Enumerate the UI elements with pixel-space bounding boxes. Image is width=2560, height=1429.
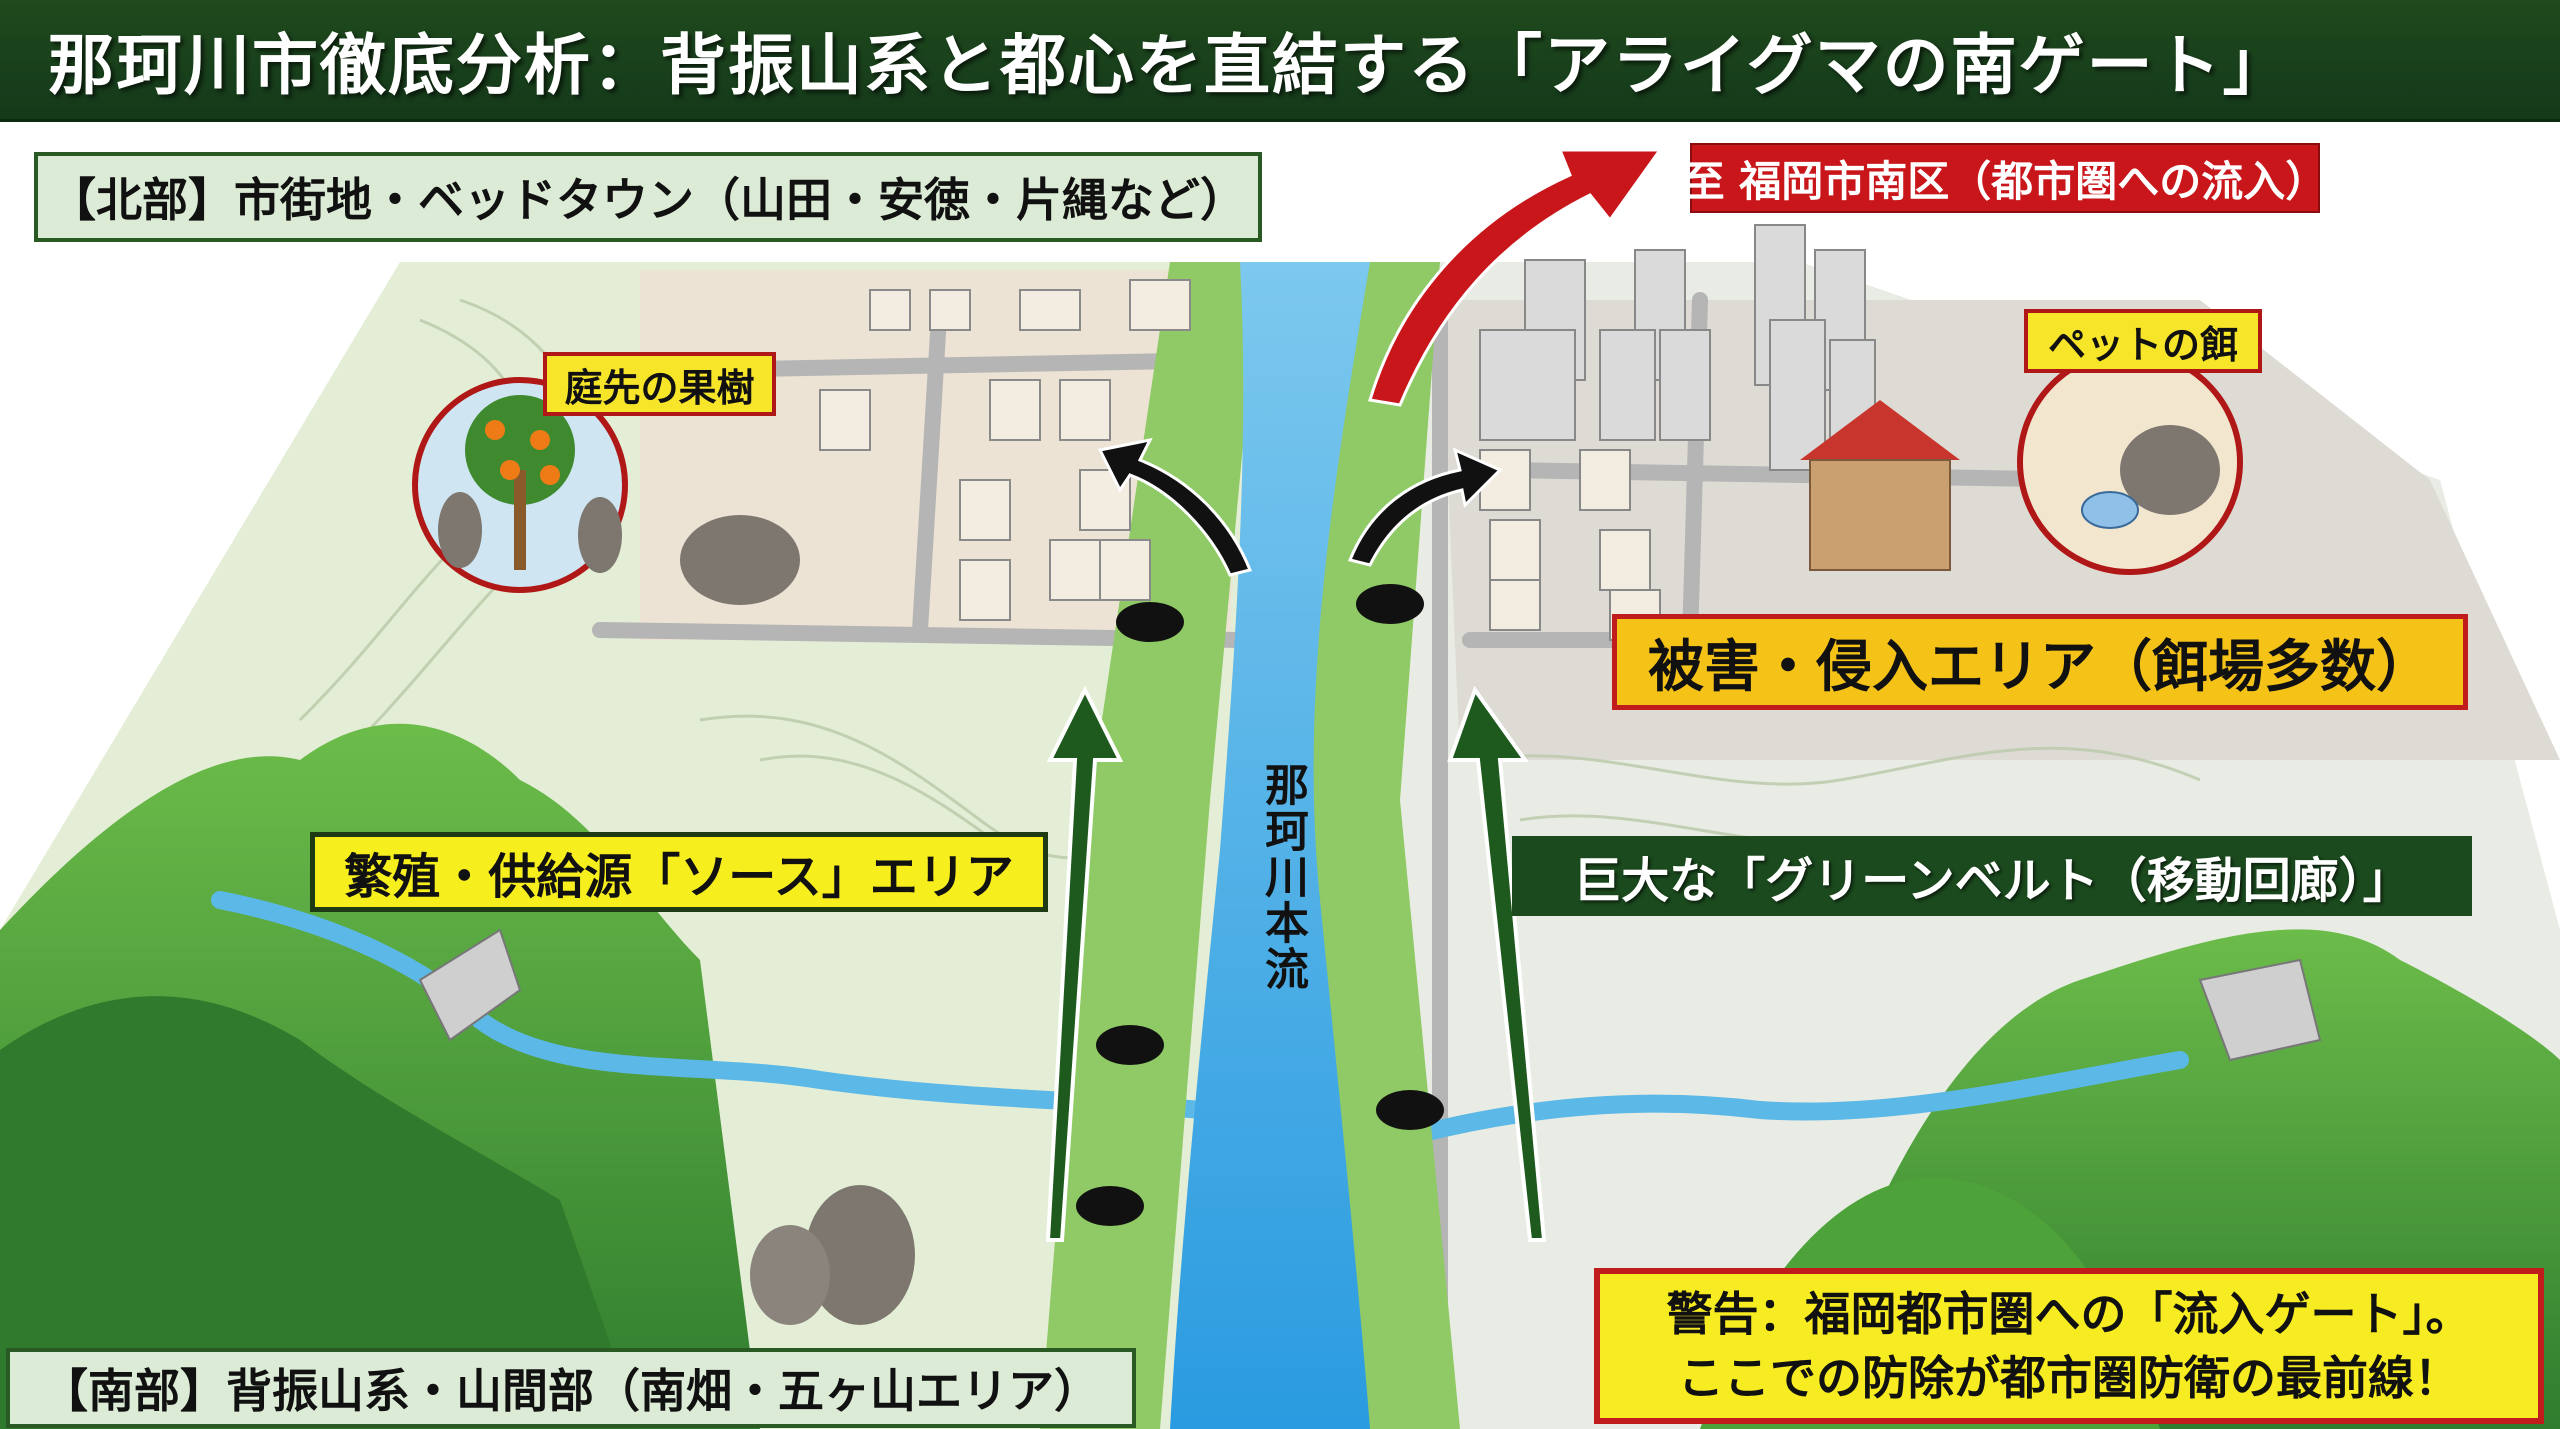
south-region-label: 【南部】背振山系・山間部（南畑・五ヶ山エリア） xyxy=(6,1348,1136,1428)
title-bar: 那珂川市徹底分析：背振山系と都心を直結する「アライグマの南ゲート」 xyxy=(0,0,2560,122)
pet-food-text: ペットの餌 xyxy=(2047,322,2238,367)
pet-food-label: ペットの餌 xyxy=(2024,309,2262,373)
green-belt-label: 巨大な「グリーンベルト（移動回廊）」 xyxy=(1512,836,2472,916)
pet-food-callout xyxy=(2017,349,2243,575)
north-region-text: 【北部】市街地・ベッドタウン（山田・安徳・片縄など） xyxy=(50,173,1246,227)
damage-area-text: 被害・侵入エリア（餌場多数） xyxy=(1648,634,2432,700)
urban-entry-arrows xyxy=(1097,437,1503,577)
dam-west xyxy=(418,928,522,1042)
dog-house xyxy=(1800,400,1960,571)
fukuoka-direction-label: 至 福岡市南区（都市圏への流入） xyxy=(1683,143,2327,213)
warning-line-2: ここでの防除が都市圏防衛の最前線！ xyxy=(1678,1351,2460,1405)
south-region-text: 【南部】背振山系・山間部（南畑・五ヶ山エリア） xyxy=(42,1364,1100,1418)
damage-area-label: 被害・侵入エリア（餌場多数） xyxy=(1612,614,2468,710)
fruit-tree-callout xyxy=(412,377,628,593)
north-region-label: 【北部】市街地・ベッドタウン（山田・安徳・片縄など） xyxy=(34,152,1262,242)
fukuoka-arrow xyxy=(1368,148,1663,407)
migration-arrows xyxy=(1045,685,1547,1242)
raccoon-silhouettes xyxy=(1076,584,1444,1226)
residential-houses-north-left xyxy=(819,279,1191,621)
warning-line-1: 警告：福岡都市圏への「流入ゲート」。 xyxy=(1666,1287,2472,1341)
green-belt-text: 巨大な「グリーンベルト（移動回廊）」 xyxy=(1573,853,2411,909)
fukuoka-direction-text: 至 福岡市南区（都市圏への流入） xyxy=(1682,156,2328,206)
river-name-label: 那珂川本流 xyxy=(1257,762,1308,992)
tributaries xyxy=(211,891,2189,1169)
raccoon-family xyxy=(680,515,915,1325)
naka-river xyxy=(1170,262,1370,1429)
apartment-blocks xyxy=(1479,224,1876,471)
fruit-tree-label: 庭先の果樹 xyxy=(543,352,776,416)
page-title: 那珂川市徹底分析：背振山系と都心を直結する「アライグマの南ゲート」 xyxy=(48,26,2291,104)
map-illustration xyxy=(0,148,2560,1429)
source-area-text: 繁殖・供給源「ソース」エリア xyxy=(344,849,1014,905)
source-area-label: 繁殖・供給源「ソース」エリア xyxy=(310,832,1048,912)
dam-east xyxy=(2198,958,2322,1062)
warning-box: 警告：福岡都市圏への「流入ゲート」。 ここでの防除が都市圏防衛の最前線！ xyxy=(1594,1268,2544,1424)
fruit-tree-text: 庭先の果樹 xyxy=(564,365,755,410)
